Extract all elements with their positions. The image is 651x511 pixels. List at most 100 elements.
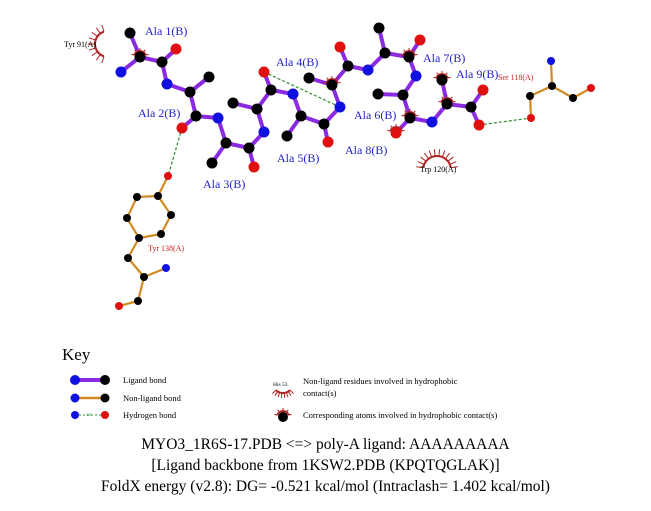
carbon-atom (548, 82, 556, 90)
hydrogen-bond-line (263, 71, 341, 108)
carbon-atom (134, 297, 142, 305)
nitrogen-atom (162, 264, 170, 272)
carbon-atom (134, 51, 146, 63)
carbon-atom (156, 56, 168, 68)
key-hydrogen-bond: 3.0 Hydrogen bond (71, 410, 177, 420)
oxygen-atom (164, 172, 172, 180)
carbon-atom (133, 193, 141, 201)
carbon-atom (397, 89, 409, 101)
hydrophobic-arc-icon (272, 389, 294, 398)
nitrogen-atom (426, 116, 438, 128)
key-example-residue: His 53 (273, 382, 288, 388)
oxygen-atom (587, 84, 595, 92)
carbon-atom (326, 79, 338, 91)
hydrogen-bonds (167, 71, 532, 177)
nitrogen-atom (334, 101, 346, 113)
carbon-atom (157, 230, 165, 238)
carbon-atom (303, 72, 315, 84)
nonligand-bond (136, 276, 146, 302)
hydrogen-bond-line (167, 127, 183, 177)
oxygen-atom (170, 43, 182, 55)
key-nonligand-bond: Non-ligand bond (70, 393, 182, 403)
atoms (115, 22, 595, 310)
nitrogen-atom (212, 112, 224, 124)
nitrogen-atom (547, 57, 555, 65)
carbon-atom (526, 92, 534, 100)
hydrophobic-contact-icon (131, 48, 149, 56)
carbon-atom (265, 84, 277, 96)
key-corresponding-atoms: Corresponding atoms involved in hydropho… (274, 408, 497, 422)
carbon-atom (203, 71, 215, 83)
carbon-atom (278, 412, 288, 422)
nitrogen-atom-icon (70, 375, 80, 385)
oxygen-atom (334, 41, 346, 53)
nitrogen-atom (161, 78, 173, 90)
carbon-atom (124, 254, 132, 262)
caption-title: MYO3_1R6S-17.PDB <=> poly-A ligand: AAAA… (141, 436, 510, 453)
hydrogen-bond-line (478, 117, 532, 126)
hydrophobic-arcs (88, 24, 458, 169)
label-ala7: Ala 7(B) (423, 51, 465, 65)
label-ala2: Ala 2(B) (138, 106, 180, 120)
oxygen-atom (115, 302, 123, 310)
key-hydrophobic-residue: His 53 Non-ligand residues involved in h… (272, 376, 458, 398)
carbon-atom (404, 112, 416, 124)
carbon-atom (154, 192, 162, 200)
caption-energy: FoldX energy (v2.8): DG= -0.521 kcal/mol… (101, 478, 550, 495)
key-hbond-length: 3.0 (86, 412, 91, 417)
carbon-atom (190, 110, 202, 122)
label-ala4: Ala 4(B) (276, 55, 318, 69)
carbon-atom (206, 157, 218, 169)
nitrogen-atom (258, 126, 270, 138)
oxygen-atom (176, 122, 188, 134)
caption-backbone: [Ligand backbone from 1KSW2.PDB (KPQTQGL… (151, 457, 500, 474)
carbon-atom (318, 118, 330, 130)
oxygen-atom (414, 34, 426, 46)
hydrophobic-contact-icon (400, 48, 418, 56)
carbon-atom (251, 103, 263, 115)
key-nonligand-residues-label: Non-ligand residues involved in hydropho… (303, 376, 458, 386)
nitrogen-atom (287, 88, 299, 100)
key-hydrogen-bond-label: Hydrogen bond (123, 410, 177, 420)
hydrophobic-contact-icon (401, 109, 419, 117)
carbon-atom (295, 110, 307, 122)
key-title: Key (62, 345, 91, 364)
carbon-atom (140, 273, 148, 281)
key-nonligand-residues-label-2: contact(s) (303, 388, 337, 398)
nitrogen-atom (410, 70, 422, 82)
carbon-atom (373, 22, 385, 34)
carbon-atom (135, 234, 143, 242)
label-tyr91: Tyr 91(A) (64, 40, 96, 49)
nitrogen-atom-icon (71, 411, 79, 419)
carbon-atom (124, 27, 136, 39)
nonligand-bond (549, 60, 554, 87)
key-ligand-bond: Ligand bond (70, 375, 167, 385)
carbon-atom (184, 86, 196, 98)
oxygen-atom (258, 66, 270, 78)
carbon-atom-icon (100, 375, 110, 385)
carbon-atom (220, 137, 232, 149)
hydrophobic-contact-icon (274, 408, 292, 416)
oxygen-atom (473, 119, 485, 131)
oxygen-atom (477, 84, 489, 96)
key-corresponding-atoms-label: Corresponding atoms involved in hydropho… (303, 410, 497, 420)
oxygen-atom (390, 127, 402, 139)
nitrogen-atom (115, 66, 127, 78)
carbon-atom (372, 88, 384, 100)
carbon-atom (167, 211, 175, 219)
nonligand-bond (127, 257, 145, 278)
nitrogen-atom-icon (70, 393, 80, 403)
key-nonligand-bond-label: Non-ligand bond (123, 393, 182, 403)
hydrophobic-contact-icon (433, 71, 451, 79)
bonds (118, 27, 592, 308)
label-ser118: Ser 118(A) (498, 73, 534, 82)
label-tyr138: Tyr 138(A) (148, 244, 184, 253)
nonligand-bond (529, 84, 553, 98)
carbon-atom (403, 51, 415, 63)
hydrophobic-contact-icon (272, 389, 294, 398)
carbon-atom (436, 74, 448, 86)
carbon-atom (569, 94, 577, 102)
nonligand-bond (551, 85, 574, 99)
